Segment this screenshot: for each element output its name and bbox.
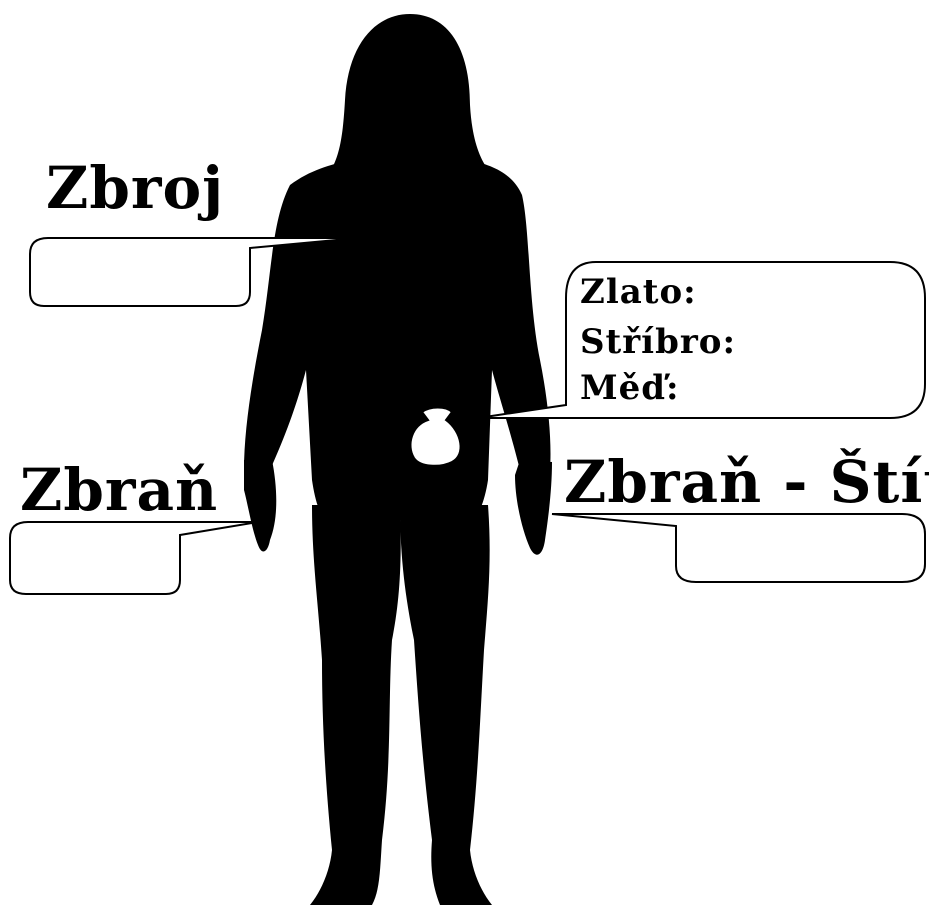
silver-label: Stříbro:: [580, 320, 736, 364]
weapon-shield-callout-box: [552, 514, 925, 582]
weapon-shield-label: Zbraň - Štít: [564, 452, 929, 512]
armor-label: Zbroj: [46, 158, 224, 218]
weapon-label: Zbraň: [20, 460, 218, 520]
gold-label: Zlato:: [580, 270, 697, 314]
figure-silhouette: [244, 14, 552, 905]
weapon-callout-box: [10, 522, 258, 594]
copper-label: Měď:: [580, 366, 680, 410]
